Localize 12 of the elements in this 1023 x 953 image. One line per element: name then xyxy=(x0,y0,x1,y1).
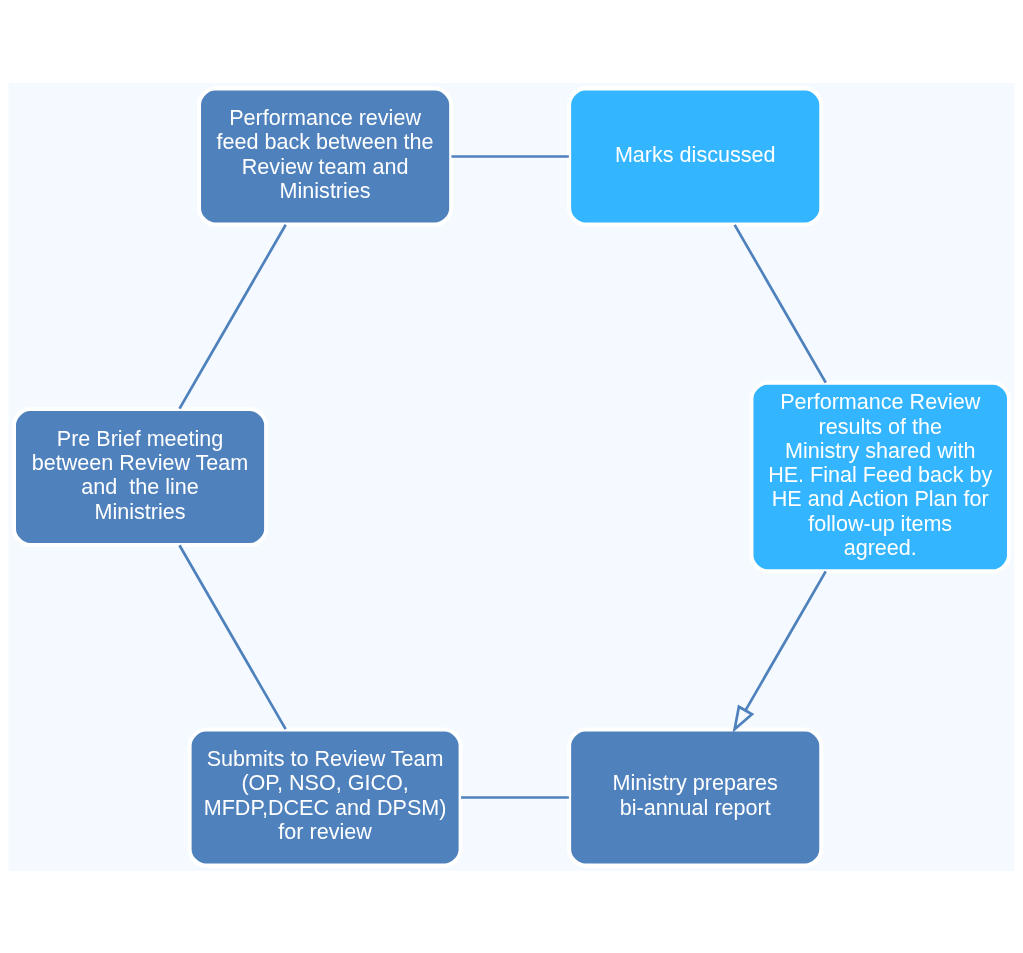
node-box: Performance Review results of the Ministry shared with HE. Final Feed back by HE and Action Plan for follow-up items agreed. xyxy=(749,380,1012,573)
connector xyxy=(733,223,827,383)
node-box: Submits to Review Team (OP, NSO, GICO, MFDP,DCEC and DPSM) for review xyxy=(187,726,463,868)
connector xyxy=(451,154,569,158)
node-box: Performance review feed back between the Review team and Ministries xyxy=(197,85,454,227)
node-box: Pre Brief meeting between Review Team and the line Ministries xyxy=(11,406,269,547)
connector xyxy=(178,544,287,730)
connector xyxy=(178,223,287,409)
node-box: Marks discussed xyxy=(567,85,824,227)
connector xyxy=(461,795,569,799)
arrow xyxy=(732,570,827,733)
node-box: Ministry prepares bi-annual report xyxy=(567,726,824,868)
